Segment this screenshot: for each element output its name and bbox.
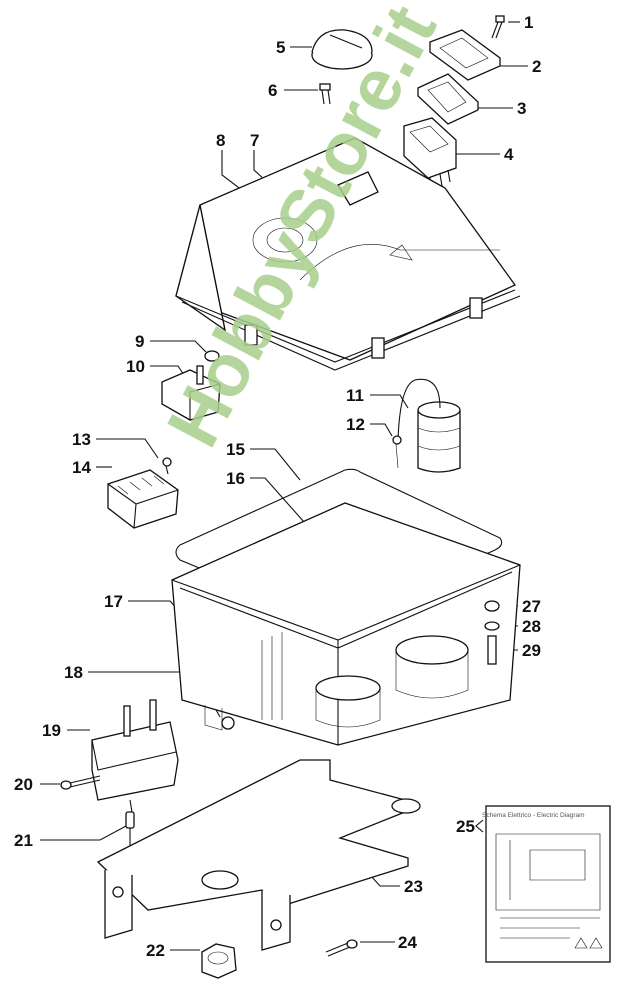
part-22-lock-nut [201, 943, 237, 979]
callout-9: 9 [135, 332, 145, 351]
part-9-nut [204, 350, 220, 362]
part-10-selector-switch [161, 365, 221, 421]
callout-16: 16 [226, 469, 245, 488]
callout-11: 11 [346, 386, 364, 405]
callout-8: 8 [216, 131, 226, 150]
callout-5: 5 [276, 38, 286, 57]
part-23-mounting-bracket [96, 759, 421, 951]
part-20-screw [60, 775, 101, 790]
callout-27: 27 [522, 597, 541, 616]
part-4-rocker-switch [403, 117, 457, 191]
part-17-housing-box [171, 502, 521, 746]
callout-24: 24 [398, 933, 417, 952]
part-25-wiring-diagram-sheet [485, 805, 611, 963]
callout-12: 12 [346, 415, 365, 434]
part-3-switch-gasket [417, 73, 479, 125]
callout-4: 4 [504, 145, 514, 164]
wiring-sheet-title: Schema Elettrico - Electric Diagram [482, 812, 585, 819]
part-18-cable-gland [221, 716, 235, 730]
callout-17: 17 [104, 592, 123, 611]
callout-28: 28 [522, 617, 541, 636]
part-12-cable-grommet [392, 435, 402, 469]
callout-22: 22 [146, 941, 165, 960]
callout-29: 29 [522, 641, 541, 660]
callout-25: 25 [456, 817, 475, 836]
callout-10: 10 [126, 357, 145, 376]
part-11-capacitor [397, 378, 461, 473]
callout-14: 14 [72, 458, 91, 477]
part-6-screw [319, 83, 331, 105]
callout-7: 7 [250, 131, 260, 150]
part-14-terminal-block [107, 469, 179, 529]
callout-18: 18 [64, 663, 83, 682]
part-8-upper-cover [175, 137, 521, 371]
part-13-screw [162, 457, 172, 475]
part-24-screw [325, 939, 358, 957]
part-28-washer [484, 621, 500, 631]
part-27-nut [484, 600, 500, 612]
part-2-switch-cover [429, 29, 501, 81]
part-1-screw [491, 15, 505, 39]
callout-3: 3 [517, 99, 527, 118]
part-19-thermal-protector [91, 699, 179, 801]
callout-19: 19 [42, 721, 61, 740]
callout-6: 6 [268, 81, 278, 100]
callout-1: 1 [524, 13, 534, 32]
callout-13: 13 [72, 430, 91, 449]
callout-23: 23 [404, 877, 423, 896]
part-15-gasket [175, 468, 503, 623]
part-29-bolt [487, 635, 497, 665]
callout-2: 2 [532, 57, 542, 76]
callout-15: 15 [226, 440, 245, 459]
callout-20: 20 [14, 775, 33, 794]
callout-21: 21 [14, 831, 33, 850]
part-5-control-knob [311, 29, 373, 70]
